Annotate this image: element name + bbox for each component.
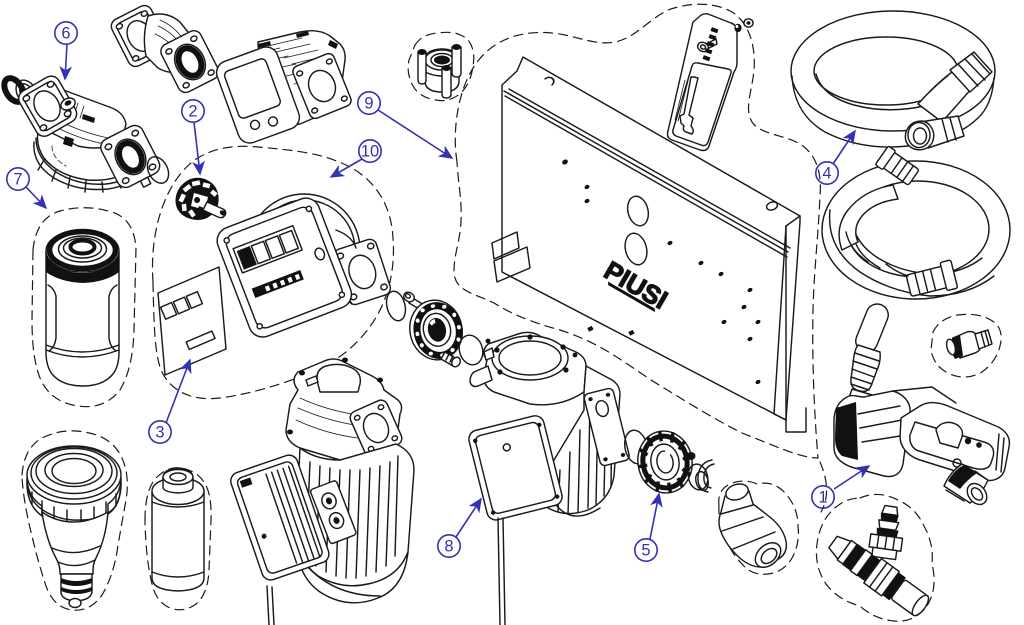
svg-text:3: 3	[155, 424, 164, 442]
svg-text:5: 5	[641, 542, 650, 560]
svg-text:8: 8	[444, 538, 453, 556]
svg-text:2: 2	[188, 103, 197, 121]
svg-text:9: 9	[364, 95, 373, 113]
svg-text:6: 6	[61, 25, 70, 43]
svg-text:4: 4	[822, 165, 831, 183]
svg-text:10: 10	[361, 143, 379, 161]
svg-text:7: 7	[13, 171, 22, 189]
svg-text:1: 1	[818, 489, 827, 507]
